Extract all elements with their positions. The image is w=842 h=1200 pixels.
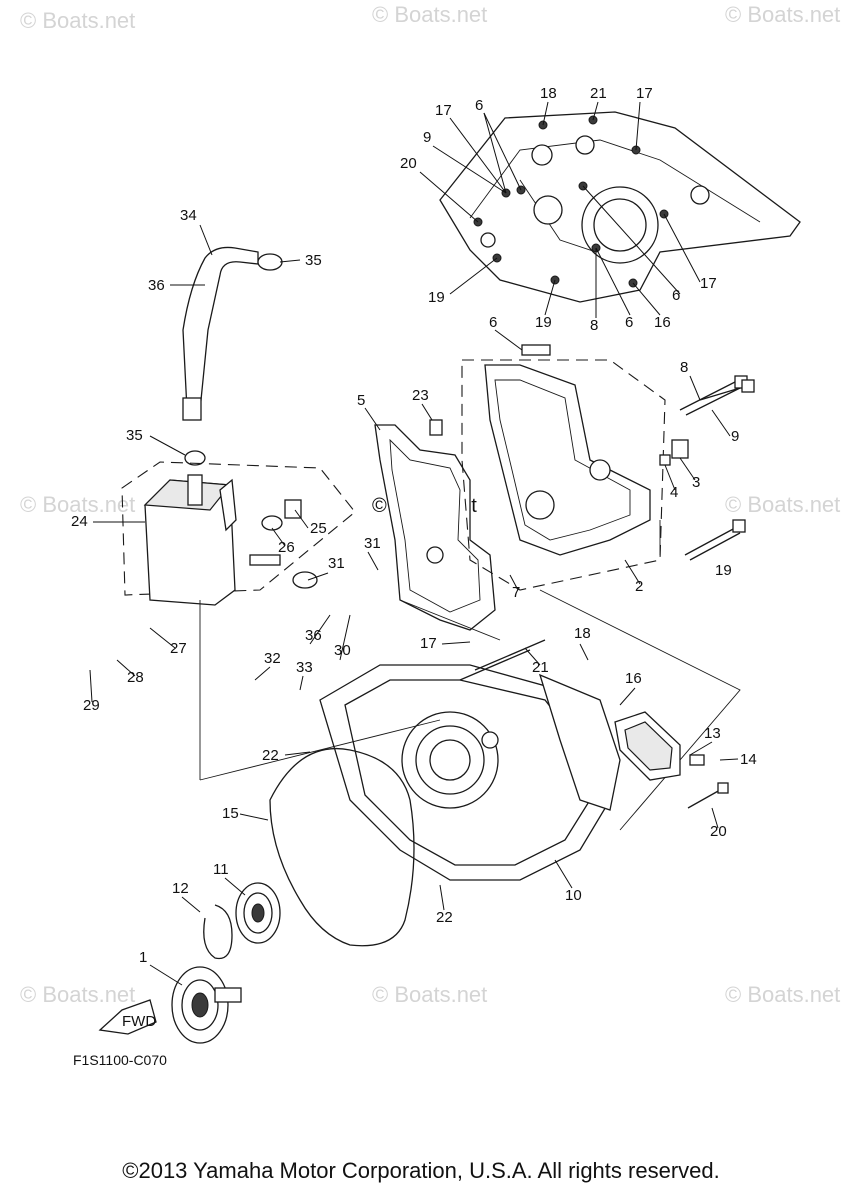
callout-label: 16 <box>654 314 671 331</box>
callout-label: 6 <box>475 97 483 114</box>
watermark: © Boats.net <box>20 982 135 1007</box>
fwd-arrow: FWD <box>98 999 157 1035</box>
callout-label: 20 <box>710 823 727 840</box>
callout-label: 13 <box>704 725 721 742</box>
callout-label: 17 <box>420 635 437 652</box>
watermark: © Boats.net <box>725 492 840 517</box>
watermark: © Boats.net <box>725 982 840 1007</box>
callout-label: 29 <box>83 697 100 714</box>
callout-label: 19 <box>535 314 552 331</box>
breather-hose <box>182 246 283 466</box>
callout-label: 17 <box>435 102 452 119</box>
callout-label: 14 <box>740 751 757 768</box>
oil-pump-group <box>461 344 689 591</box>
watermark: © Boats.net <box>372 2 487 27</box>
crankcase-cover-10 <box>319 639 621 881</box>
gasket-5 <box>374 419 496 631</box>
bolts-right <box>679 375 755 561</box>
copyright-notice: ©2013 Yamaha Motor Corporation, U.S.A. A… <box>122 1158 720 1183</box>
callout-label: 22 <box>262 747 279 764</box>
fwd-label: FWD <box>122 1013 156 1030</box>
callout-label: 36 <box>305 627 322 644</box>
callout-label: 6 <box>672 287 680 304</box>
callout-label: 21 <box>590 85 607 102</box>
watermark: © Boats.net <box>20 492 135 517</box>
bearing-11 <box>235 882 281 944</box>
callout-label: 2 <box>635 578 643 595</box>
callout-label: 31 <box>328 555 345 572</box>
callout-label: 7 <box>512 584 520 601</box>
callout-label: 6 <box>489 314 497 331</box>
callout-label: 21 <box>532 659 549 676</box>
callout-label: 31 <box>364 535 381 552</box>
callout-label: 9 <box>423 129 431 146</box>
callout-label: 35 <box>126 427 143 444</box>
callout-label: 25 <box>310 520 327 537</box>
watermark: © Boats.net <box>725 2 840 27</box>
callout-label: 18 <box>574 625 591 642</box>
callout-label: 23 <box>412 387 429 404</box>
callout-label: 15 <box>222 805 239 822</box>
oil-tank-group <box>121 461 356 606</box>
leader-lines <box>89 101 739 986</box>
crankcase-top <box>439 111 801 303</box>
callout-label: 3 <box>692 474 700 491</box>
callout-label: 18 <box>540 85 557 102</box>
callout-label: 8 <box>590 317 598 334</box>
callout-label: 36 <box>148 277 165 294</box>
callout-label: 17 <box>700 275 717 292</box>
strainer-13 <box>614 711 729 809</box>
callout-label: 24 <box>71 513 88 530</box>
gear-1 <box>171 966 242 1044</box>
watermark: © Boats.net <box>372 982 487 1007</box>
watermark: © Boats.net <box>20 8 135 33</box>
callout-label: 4 <box>670 484 678 501</box>
callout-label: 10 <box>565 887 582 904</box>
callout-label: 16 <box>625 670 642 687</box>
callout-label: 17 <box>636 85 653 102</box>
callout-label: 32 <box>264 650 281 667</box>
callout-label: 33 <box>296 659 313 676</box>
callout-label: 20 <box>400 155 417 172</box>
callout-label: 19 <box>428 289 445 306</box>
callout-label: 9 <box>731 428 739 445</box>
circlip-12 <box>203 904 233 960</box>
callout-label: 35 <box>305 252 322 269</box>
o-ring-15 <box>269 748 415 947</box>
callout-label: 22 <box>436 909 453 926</box>
callout-label: 8 <box>680 359 688 376</box>
guide-lines <box>199 520 741 831</box>
callout-label: 12 <box>172 880 189 897</box>
callout-label: 34 <box>180 207 197 224</box>
callout-label: 19 <box>715 562 732 579</box>
callout-label: 6 <box>625 314 633 331</box>
callout-label: 11 <box>213 861 229 878</box>
callout-label: 5 <box>357 392 365 409</box>
callout-label: 1 <box>139 949 147 966</box>
callout-label: 27 <box>170 640 187 657</box>
callout-label: 26 <box>278 539 295 556</box>
diagram-code: F1S1100-C070 <box>73 1052 167 1068</box>
